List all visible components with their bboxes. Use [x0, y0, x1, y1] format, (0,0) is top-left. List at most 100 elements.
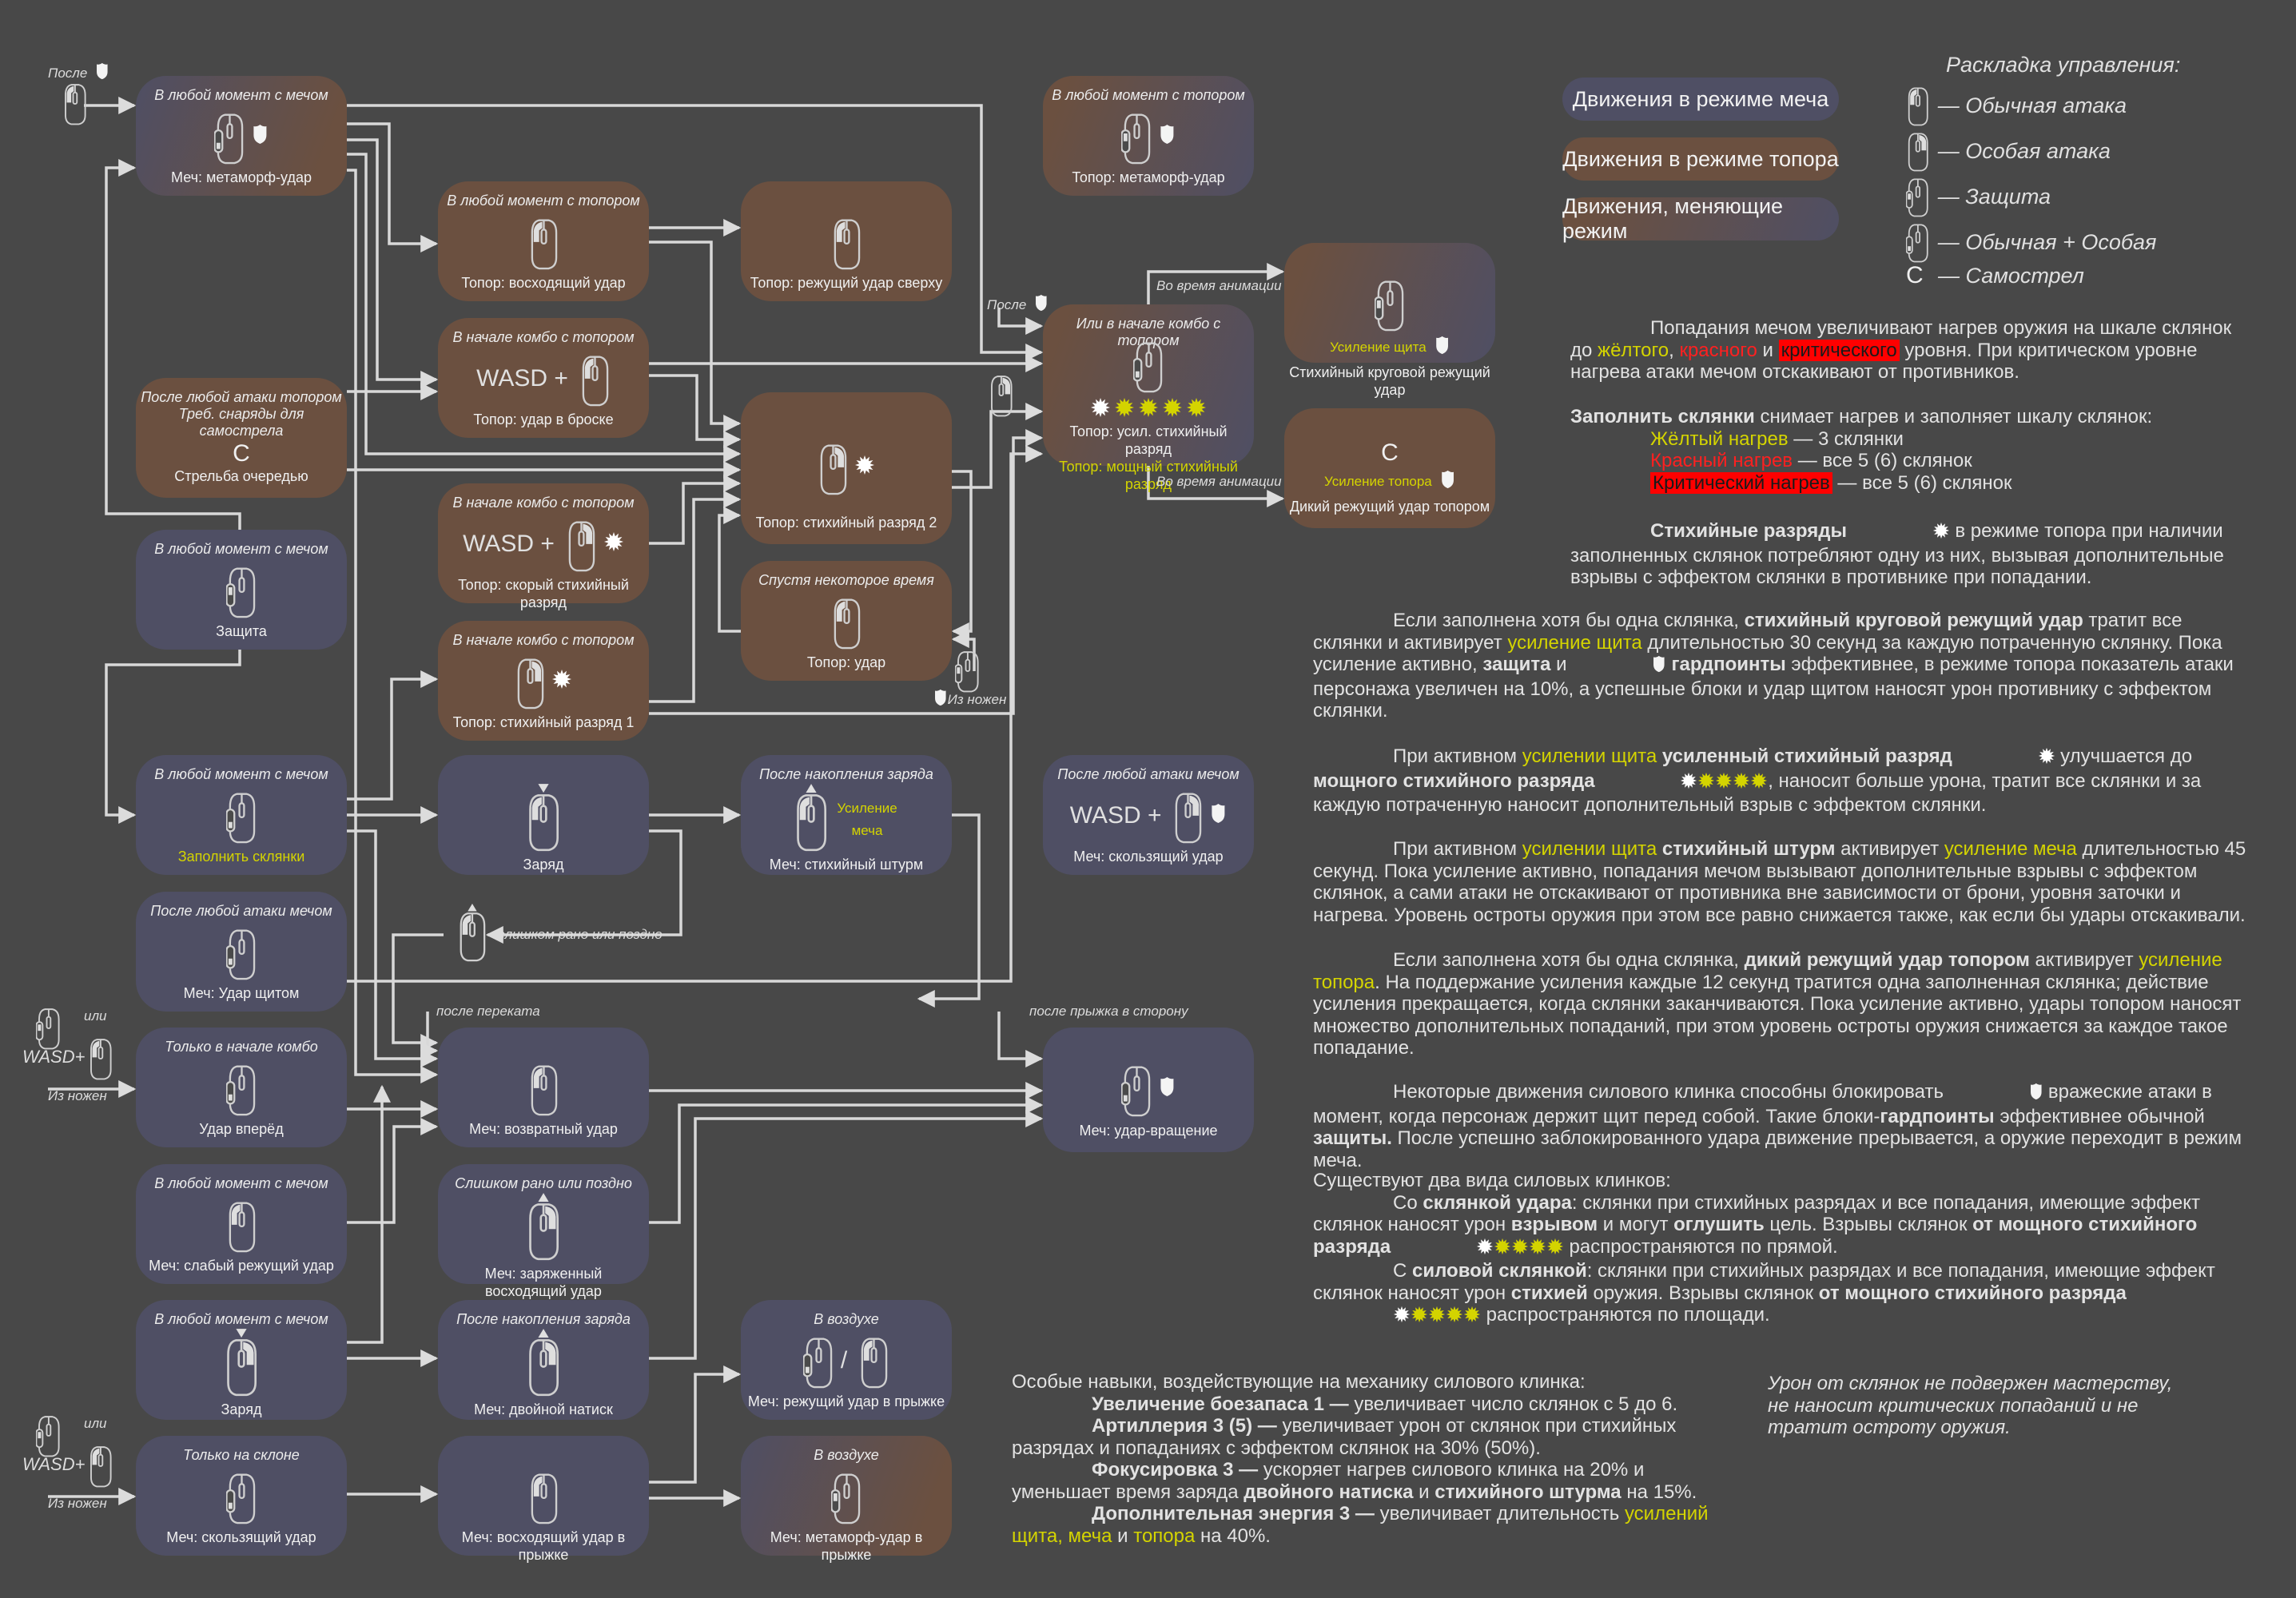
move-name: Топор: метаморф-удар: [1072, 169, 1225, 185]
connector-arrow: [649, 240, 742, 432]
move-condition: Только на склоне: [183, 1447, 300, 1464]
mouse-combo-icon: [225, 783, 257, 848]
move-condition: В любой момент с мечом: [154, 1311, 328, 1328]
note-paragraph: Заполнить склянки снимает нагрев и запол…: [1570, 406, 2234, 428]
note-paragraph: Со склянкой удара: склянки при стихийных…: [1313, 1192, 2256, 1261]
mouse-left-icon: [858, 1328, 889, 1393]
legend-mode-1: Движения в режиме меча: [1562, 78, 1839, 121]
wasd-key-label: WASD +: [476, 364, 568, 392]
move-node[interactable]: Топор: режущий удар сверху: [741, 181, 952, 301]
note-bold-text: силовой склянкой: [1412, 1260, 1587, 1282]
note-bold-text: Увеличение боезапаса 1 —: [1092, 1393, 1349, 1415]
note-text: снимает нагрев и заполняет шкалу склянок…: [1754, 406, 2153, 427]
legend-mode-2: Движения в режиме топора: [1562, 137, 1839, 181]
note-text: активирует: [2029, 949, 2139, 971]
move-condition: В воздухе: [814, 1447, 879, 1464]
mouse-right-icon: [566, 511, 597, 576]
move-name: Топор: восходящий удар: [461, 275, 626, 291]
legend-control-label: — Самострел: [1938, 263, 2084, 288]
move-condition: После любой атаки мечом: [150, 903, 332, 920]
move-condition: В любой момент с топором: [447, 193, 640, 209]
note-text: С: [1393, 1260, 1412, 1282]
move-condition: Слишком рано или поздно: [455, 1175, 632, 1192]
note-text: Особые навыки, воздействующие на механик…: [1012, 1371, 1586, 1393]
note-text: Существуют два вида силовых клинков:: [1313, 1170, 1671, 1191]
shield-icon: [1210, 803, 1227, 828]
connector-arrow: [347, 153, 742, 463]
mouse-left-icon: [528, 209, 559, 274]
annotation-text: WASD+: [22, 1047, 86, 1067]
annotation: или: [84, 1416, 107, 1432]
move-name: Меч: скользящий удар: [1073, 849, 1224, 865]
mouse-combo-icon: [1905, 217, 1930, 268]
note-block: При активном усилении щита стихийный шту…: [1313, 838, 2256, 926]
note-block: Урон от склянок не подвержен мастерству,…: [1768, 1373, 2215, 1439]
wasd-key-label: WASD +: [463, 530, 555, 557]
condition-text: Только в начале комбо: [165, 1039, 318, 1055]
note-bold-text: взрывом: [1510, 1214, 1598, 1235]
note-red-text: Красный нагрев: [1650, 450, 1793, 471]
legend-control-row: C— Самострел: [1906, 262, 2084, 289]
mouse-defend-icon: [35, 1408, 62, 1461]
connector-arrow: [420, 1012, 439, 1059]
shield-icon: [252, 124, 269, 149]
move-condition: После любой атаки мечом: [1057, 766, 1239, 783]
move-name: Меч: возвратный удар: [469, 1121, 618, 1137]
note-bold-text: стихийного штурма: [1435, 1481, 1622, 1503]
legend-control-row: — Обычная атака: [1906, 80, 2127, 132]
move-node[interactable]: Меч: возвратный удар: [438, 1028, 649, 1147]
connector-arrow: [1147, 466, 1285, 507]
move-input: [831, 209, 862, 274]
move-name: Меч: слабый режущий удар: [149, 1258, 334, 1274]
move-name: Меч: восходящий удар в прыжке: [461, 1529, 626, 1563]
move-node[interactable]: Топор: стихийный разряд 2: [741, 392, 952, 544]
move-node[interactable]: Меч: восходящий удар в прыжке: [438, 1436, 649, 1563]
move-node[interactable]: Меч: удар-вращение: [1043, 1028, 1254, 1152]
move-node[interactable]: В воздухе/Меч: режущий удар в прыжке: [741, 1300, 952, 1420]
annotation: WASD+: [22, 1047, 85, 1067]
condition-text: После накопления заряда: [456, 1311, 631, 1327]
move-condition: Только в начале комбо: [165, 1039, 318, 1055]
note-text: Некоторые движения силового клинка спосо…: [1393, 1081, 1949, 1103]
note-text: длительностью 45 секунд. Пока усиление а…: [1313, 838, 2246, 926]
note-highlight-text: усиление топора: [1313, 949, 2222, 993]
boost-line: Усиление щита: [1330, 336, 1450, 359]
move-input: [1120, 104, 1176, 169]
move-name: Топор: режущий удар сверху: [750, 275, 943, 291]
move-input: [526, 1328, 561, 1401]
condition-text: После накопления заряда: [759, 766, 933, 782]
starburst-icon: [1852, 522, 1950, 545]
connector-arrow: [105, 649, 241, 824]
note-critical-text: Критический нагрев: [1650, 471, 1832, 494]
move-name: Меч: двойной натиск: [474, 1401, 613, 1417]
move-input: [226, 1192, 257, 1257]
move-node[interactable]: Заряд: [438, 755, 649, 875]
note-paragraph: Стихийные разряды в режиме топора при на…: [1570, 520, 2234, 589]
move-name: Меч: метаморф-удар: [171, 169, 312, 185]
move-input: [831, 589, 862, 654]
mouse-defend-icon: [1905, 171, 1930, 223]
